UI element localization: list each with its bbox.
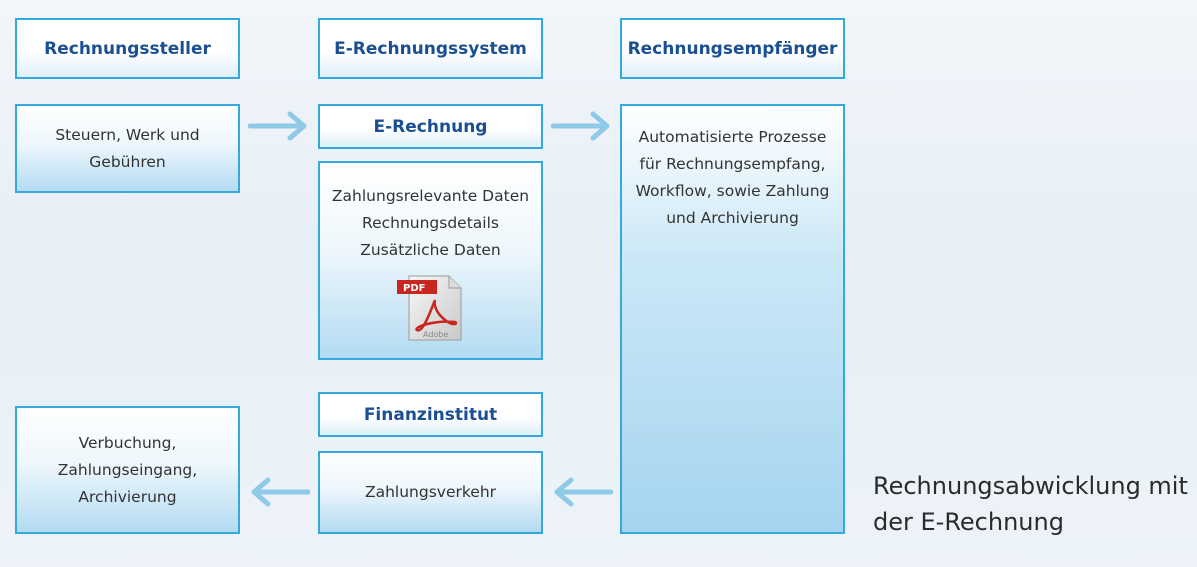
- issuer-items-box: Steuern, Werk und Gebühren: [15, 104, 240, 193]
- recipient-process-line: und Archivierung: [666, 209, 799, 227]
- header-rechnungssteller: Rechnungssteller: [15, 18, 240, 79]
- recipient-process-box: Automatisierte Prozesse für Rechnungsemp…: [620, 104, 845, 534]
- e-rechnung-box: E-Rechnung: [318, 104, 543, 149]
- arrow-right-icon: [248, 111, 307, 141]
- booking-line: Zahlungseingang,: [57, 460, 198, 479]
- arrow-right-icon: [551, 111, 610, 141]
- payment-box: Zahlungsverkehr: [318, 451, 543, 534]
- booking-line: Archivierung: [78, 487, 177, 506]
- finanzinstitut-label: Finanzinstitut: [363, 404, 498, 425]
- invoice-data-line: Zahlungsrelevante Daten: [331, 187, 530, 205]
- recipient-process-line: für Rechnungsempfang,: [639, 155, 826, 173]
- recipient-process-line: Automatisierte Prozesse: [638, 128, 827, 146]
- pdf-icon-label: PDF: [403, 283, 425, 294]
- caption-line: Rechnungsabwicklung mit: [873, 472, 1188, 500]
- arrow-left-icon: [554, 477, 613, 507]
- recipient-process-line: Workflow, sowie Zahlung: [635, 182, 830, 200]
- booking-line: Verbuchung,: [78, 433, 177, 452]
- invoice-data-box: Zahlungsrelevante Daten Rechnungsdetails…: [318, 161, 543, 360]
- e-rechnung-label: E-Rechnung: [373, 116, 488, 137]
- pdf-icon-brand: Adobe: [423, 330, 448, 339]
- caption-line: der E-Rechnung: [873, 508, 1064, 536]
- header-rechnungsempfaenger: Rechnungsempfänger: [620, 18, 845, 79]
- booking-box: Verbuchung, Zahlungseingang, Archivierun…: [15, 406, 240, 534]
- header-e-rechnungssystem: E-Rechnungssystem: [318, 18, 543, 79]
- issuer-items-line: Gebühren: [89, 152, 166, 171]
- issuer-items-line: Steuern, Werk und: [55, 125, 200, 144]
- diagram-caption: Rechnungsabwicklung mit der E-Rechnung: [873, 468, 1193, 540]
- arrow-left-icon: [251, 477, 310, 507]
- pdf-document-icon: PDF Adobe: [396, 275, 461, 341]
- header-e-rechnungssystem-label: E-Rechnungssystem: [334, 38, 527, 59]
- header-rechnungssteller-label: Rechnungssteller: [44, 38, 211, 59]
- invoice-data-line: Rechnungsdetails: [362, 214, 499, 232]
- finanzinstitut-box: Finanzinstitut: [318, 392, 543, 437]
- header-rechnungsempfaenger-label: Rechnungsempfänger: [627, 38, 838, 59]
- payment-label: Zahlungsverkehr: [364, 483, 497, 501]
- invoice-data-line: Zusätzliche Daten: [360, 241, 501, 259]
